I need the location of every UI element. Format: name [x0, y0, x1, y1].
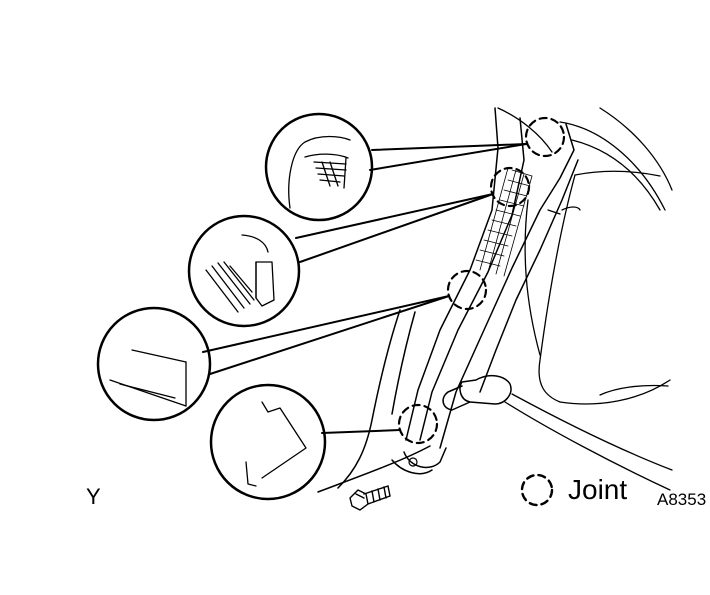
detail-view-1: [264, 112, 374, 222]
leader-lines: [202, 143, 527, 434]
legend-joint-icon: [520, 473, 554, 507]
vehicle-body-lines: [497, 107, 673, 491]
joint-markers: [397, 116, 566, 445]
joint-marker-1: [524, 116, 566, 158]
detail-view-3: [96, 306, 212, 422]
legend-joint-label: Joint: [568, 474, 628, 505]
joint-marker-4: [397, 403, 439, 445]
bolt-icon: [349, 485, 391, 511]
detail-view-2: [187, 214, 301, 328]
pillar-garnish: [317, 107, 579, 493]
joint-marker-2: [489, 166, 531, 208]
corner-letter: Y: [86, 484, 101, 509]
garnish-grille: [475, 167, 533, 277]
detail-view-4: [209, 383, 327, 501]
figure-code: A8353: [657, 490, 707, 509]
joint-marker-3: [446, 269, 488, 311]
